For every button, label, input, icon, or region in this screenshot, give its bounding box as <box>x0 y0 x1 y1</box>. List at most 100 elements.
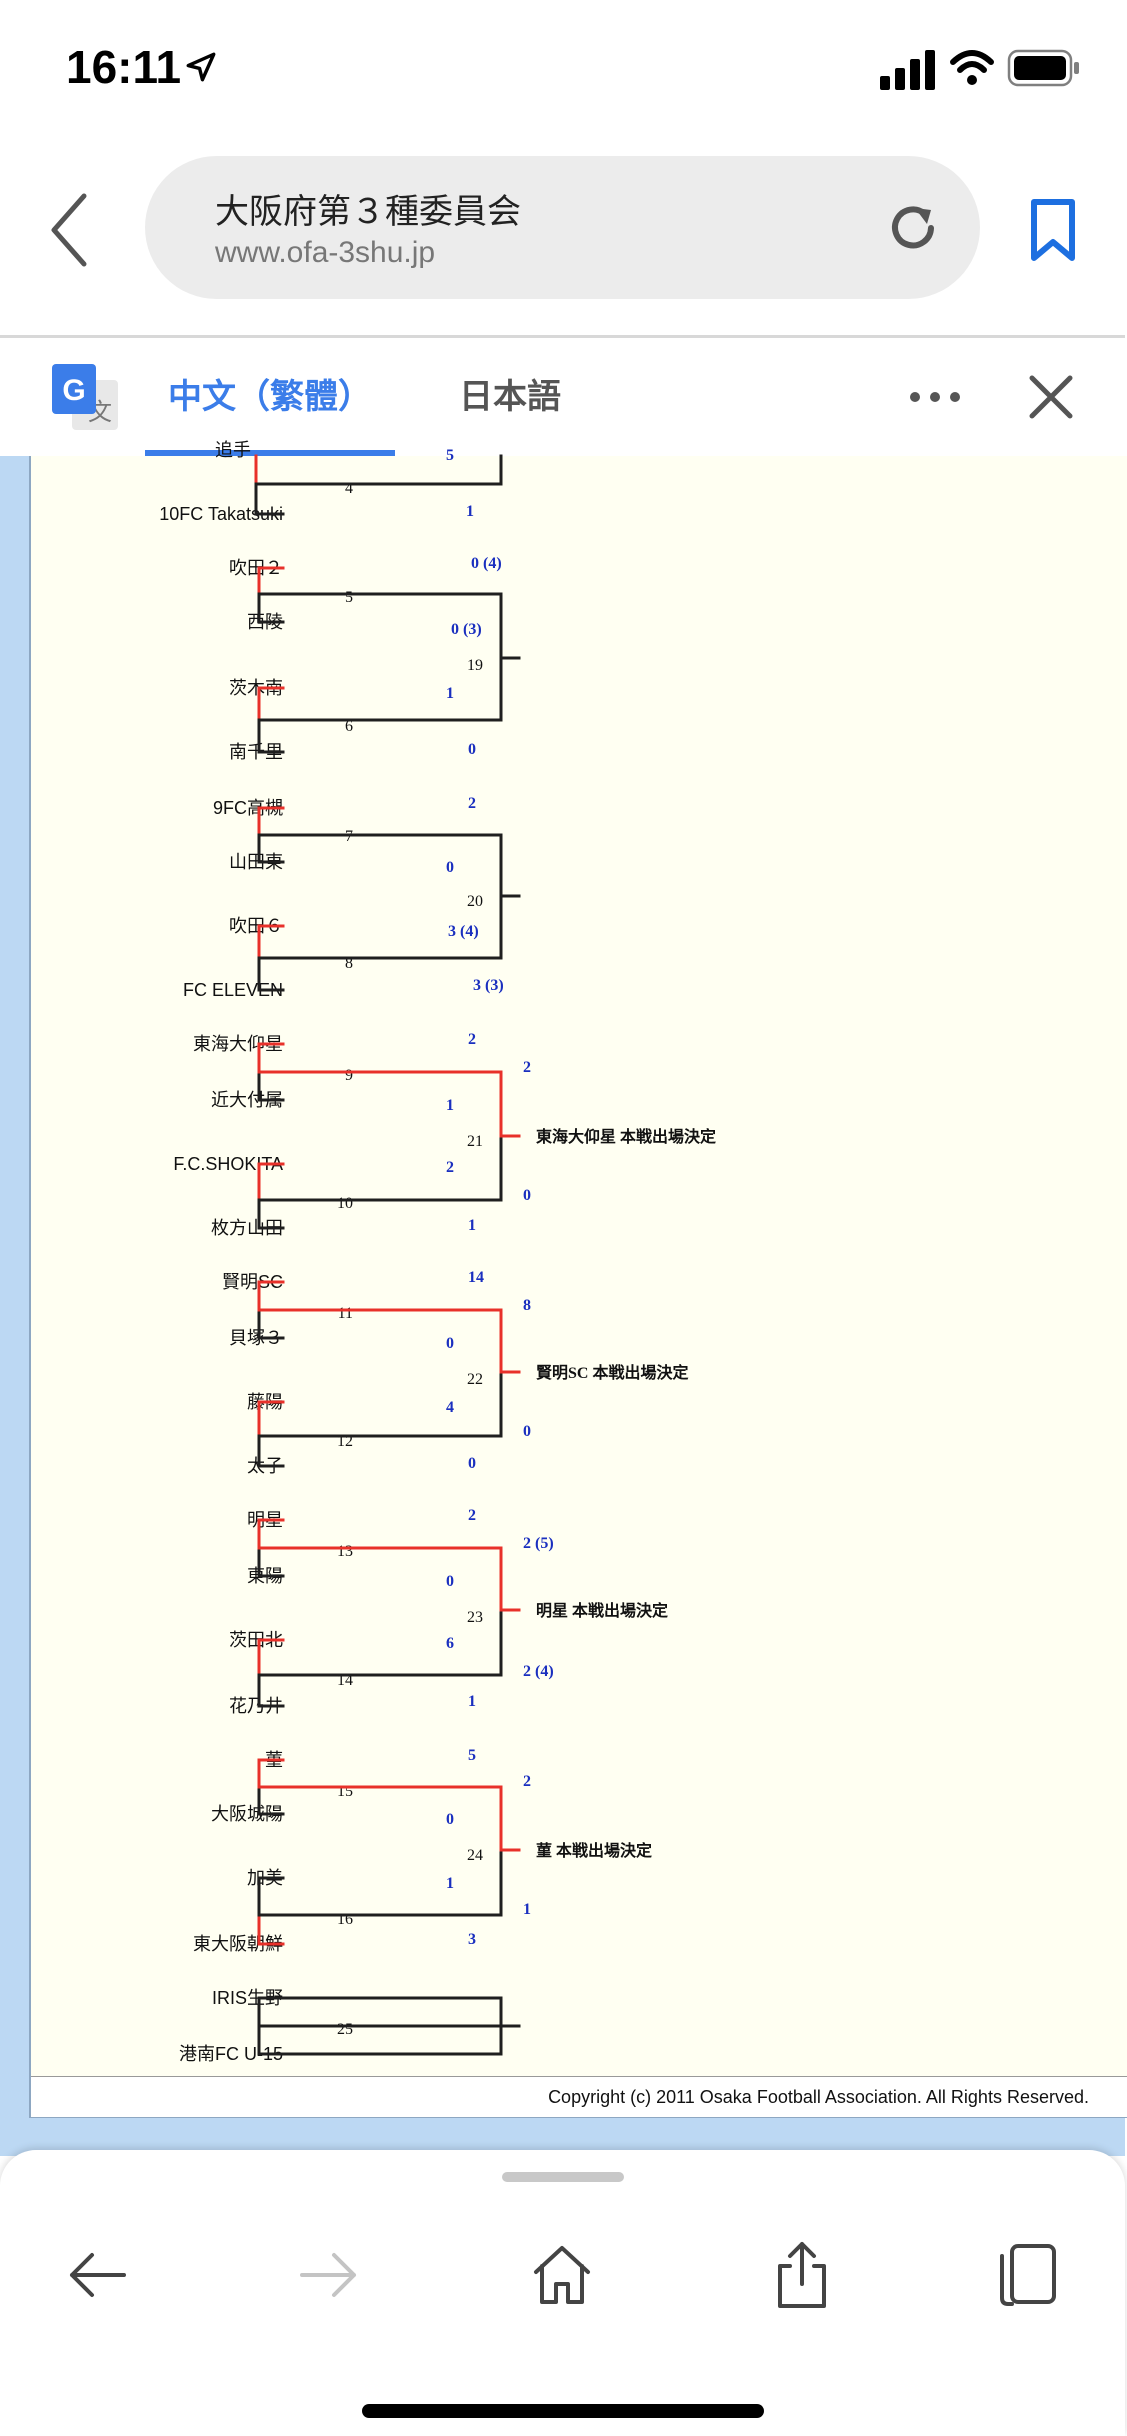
browser-toolbar <box>0 2150 1125 2436</box>
score-label: 14 <box>468 1269 484 1286</box>
score-label: 6 <box>446 1635 454 1652</box>
match-number: 24 <box>467 1847 483 1864</box>
team-name: 茨田北 <box>229 1630 283 1650</box>
chevron-left-icon[interactable] <box>44 190 94 270</box>
team-name: 近大付属 <box>211 1090 283 1110</box>
home-indicator <box>362 2404 764 2418</box>
score-label: 2 (4) <box>523 1663 554 1680</box>
score-label: 3 <box>468 1931 476 1948</box>
tab-chinese-traditional[interactable]: 中文（繁體） <box>168 378 372 416</box>
team-name: 貝塚３ <box>229 1328 283 1348</box>
match-number: 13 <box>337 1543 353 1560</box>
team-name: 山田東 <box>229 852 283 872</box>
team-name: 10FC Takatsuki <box>159 504 283 524</box>
team-name: 9FC高槻 <box>213 798 283 818</box>
score-label: 2 <box>468 1507 476 1524</box>
more-options-icon[interactable] <box>905 382 965 412</box>
match-number: 9 <box>345 1067 353 1084</box>
score-label: 0 <box>446 1335 454 1352</box>
match-number: 25 <box>337 2021 353 2038</box>
page-footer: Copyright (c) 2011 Osaka Football Associ… <box>31 2076 1127 2117</box>
team-name: F.C.SHOKITA <box>173 1154 283 1174</box>
sheet-grabber[interactable] <box>502 2172 624 2182</box>
match-number: 11 <box>338 1305 353 1322</box>
home-icon[interactable] <box>530 2240 594 2310</box>
score-label: 0 <box>523 1187 531 1204</box>
close-icon[interactable] <box>1028 374 1074 420</box>
copyright-text: Copyright (c) 2011 Osaka Football Associ… <box>548 2087 1089 2107</box>
score-label: 2 <box>523 1773 531 1790</box>
score-label: 3 (3) <box>473 977 504 994</box>
share-icon[interactable] <box>770 2240 834 2310</box>
score-label: 0 <box>446 1811 454 1828</box>
qualified-team-label: 東海大仰星 本戦出場決定 <box>536 1127 716 1146</box>
score-label: 2 <box>523 1059 531 1076</box>
wifi-icon <box>950 50 994 85</box>
score-label: 0 <box>468 741 476 758</box>
score-label: 2 (5) <box>523 1535 554 1552</box>
score-label: 0 (3) <box>451 621 482 638</box>
score-label: 1 <box>468 1693 476 1710</box>
score-label: 0 <box>446 859 454 876</box>
score-label: 3 (4) <box>448 923 479 940</box>
team-name: 大阪城陽 <box>211 1804 283 1824</box>
score-label: 0 <box>468 1455 476 1472</box>
score-label: 5 <box>468 1747 476 1764</box>
score-label: 2 <box>446 1159 454 1176</box>
score-label: 8 <box>523 1297 531 1314</box>
address-bar[interactable]: 大阪府第３種委員会 www.ofa-3shu.jp <box>145 156 980 299</box>
google-translate-icon: 文 G <box>52 364 118 430</box>
tab-japanese[interactable]: 日本語 <box>459 378 561 416</box>
team-name: 吹田２ <box>229 558 283 578</box>
battery-icon <box>1007 49 1079 87</box>
score-label: 2 <box>468 1031 476 1048</box>
match-number: 19 <box>467 657 483 674</box>
score-label: 1 <box>446 1097 454 1114</box>
site-url: www.ofa-3shu.jp <box>215 236 436 269</box>
team-name: 港南FC U-15 <box>179 2044 283 2064</box>
team-name: 花乃井 <box>229 1696 283 1716</box>
match-number: 8 <box>345 955 353 972</box>
browser-nav-bar: 大阪府第３種委員会 www.ofa-3shu.jp <box>0 140 1125 338</box>
team-name-partial: 追手 <box>215 440 251 460</box>
translate-bar: 文 G 中文（繁體） 日本語 <box>0 338 1125 458</box>
score-label: 2 <box>468 795 476 812</box>
bookmark-icon[interactable] <box>1030 198 1076 262</box>
team-name: 吹田６ <box>229 916 283 936</box>
team-name: 南千里 <box>229 742 283 762</box>
match-number: 21 <box>467 1133 483 1150</box>
qualified-team-label: 菫 本戦出場決定 <box>536 1841 652 1860</box>
team-name: IRIS生野 <box>212 1988 283 2008</box>
status-time: 16:11 <box>66 41 182 93</box>
qualified-team-label: 明星 本戦出場決定 <box>536 1601 668 1620</box>
match-number: 4 <box>345 480 353 497</box>
reload-icon[interactable] <box>885 200 941 256</box>
score-label: 0 (4) <box>471 555 502 572</box>
score-label: 4 <box>446 1399 454 1416</box>
team-name: 枚方山田 <box>211 1218 283 1238</box>
score-label: 1 <box>446 1875 454 1892</box>
active-tab-indicator <box>145 450 395 456</box>
back-arrow-icon[interactable] <box>66 2240 130 2310</box>
score-label: 1 <box>468 1217 476 1234</box>
score-label: 1 <box>523 1901 531 1918</box>
score-label: 1 <box>466 503 474 520</box>
match-number: 6 <box>345 718 353 735</box>
team-name: 賢明SC <box>222 1272 283 1292</box>
location-arrow-icon <box>186 52 216 82</box>
match-number: 5 <box>345 589 353 606</box>
score-label: 1 <box>446 685 454 702</box>
tabs-icon[interactable] <box>996 2240 1060 2310</box>
site-title: 大阪府第３種委員会 <box>215 193 521 231</box>
score-label: 5 <box>446 447 454 464</box>
score-label: 0 <box>446 1573 454 1590</box>
qualified-team-label: 賢明SC 本戦出場決定 <box>536 1363 688 1382</box>
forward-arrow-icon[interactable] <box>296 2240 360 2310</box>
score-label: 0 <box>523 1423 531 1440</box>
status-bar: 16:11 <box>0 0 1125 140</box>
match-number: 22 <box>467 1371 483 1388</box>
match-number: 23 <box>467 1609 483 1626</box>
